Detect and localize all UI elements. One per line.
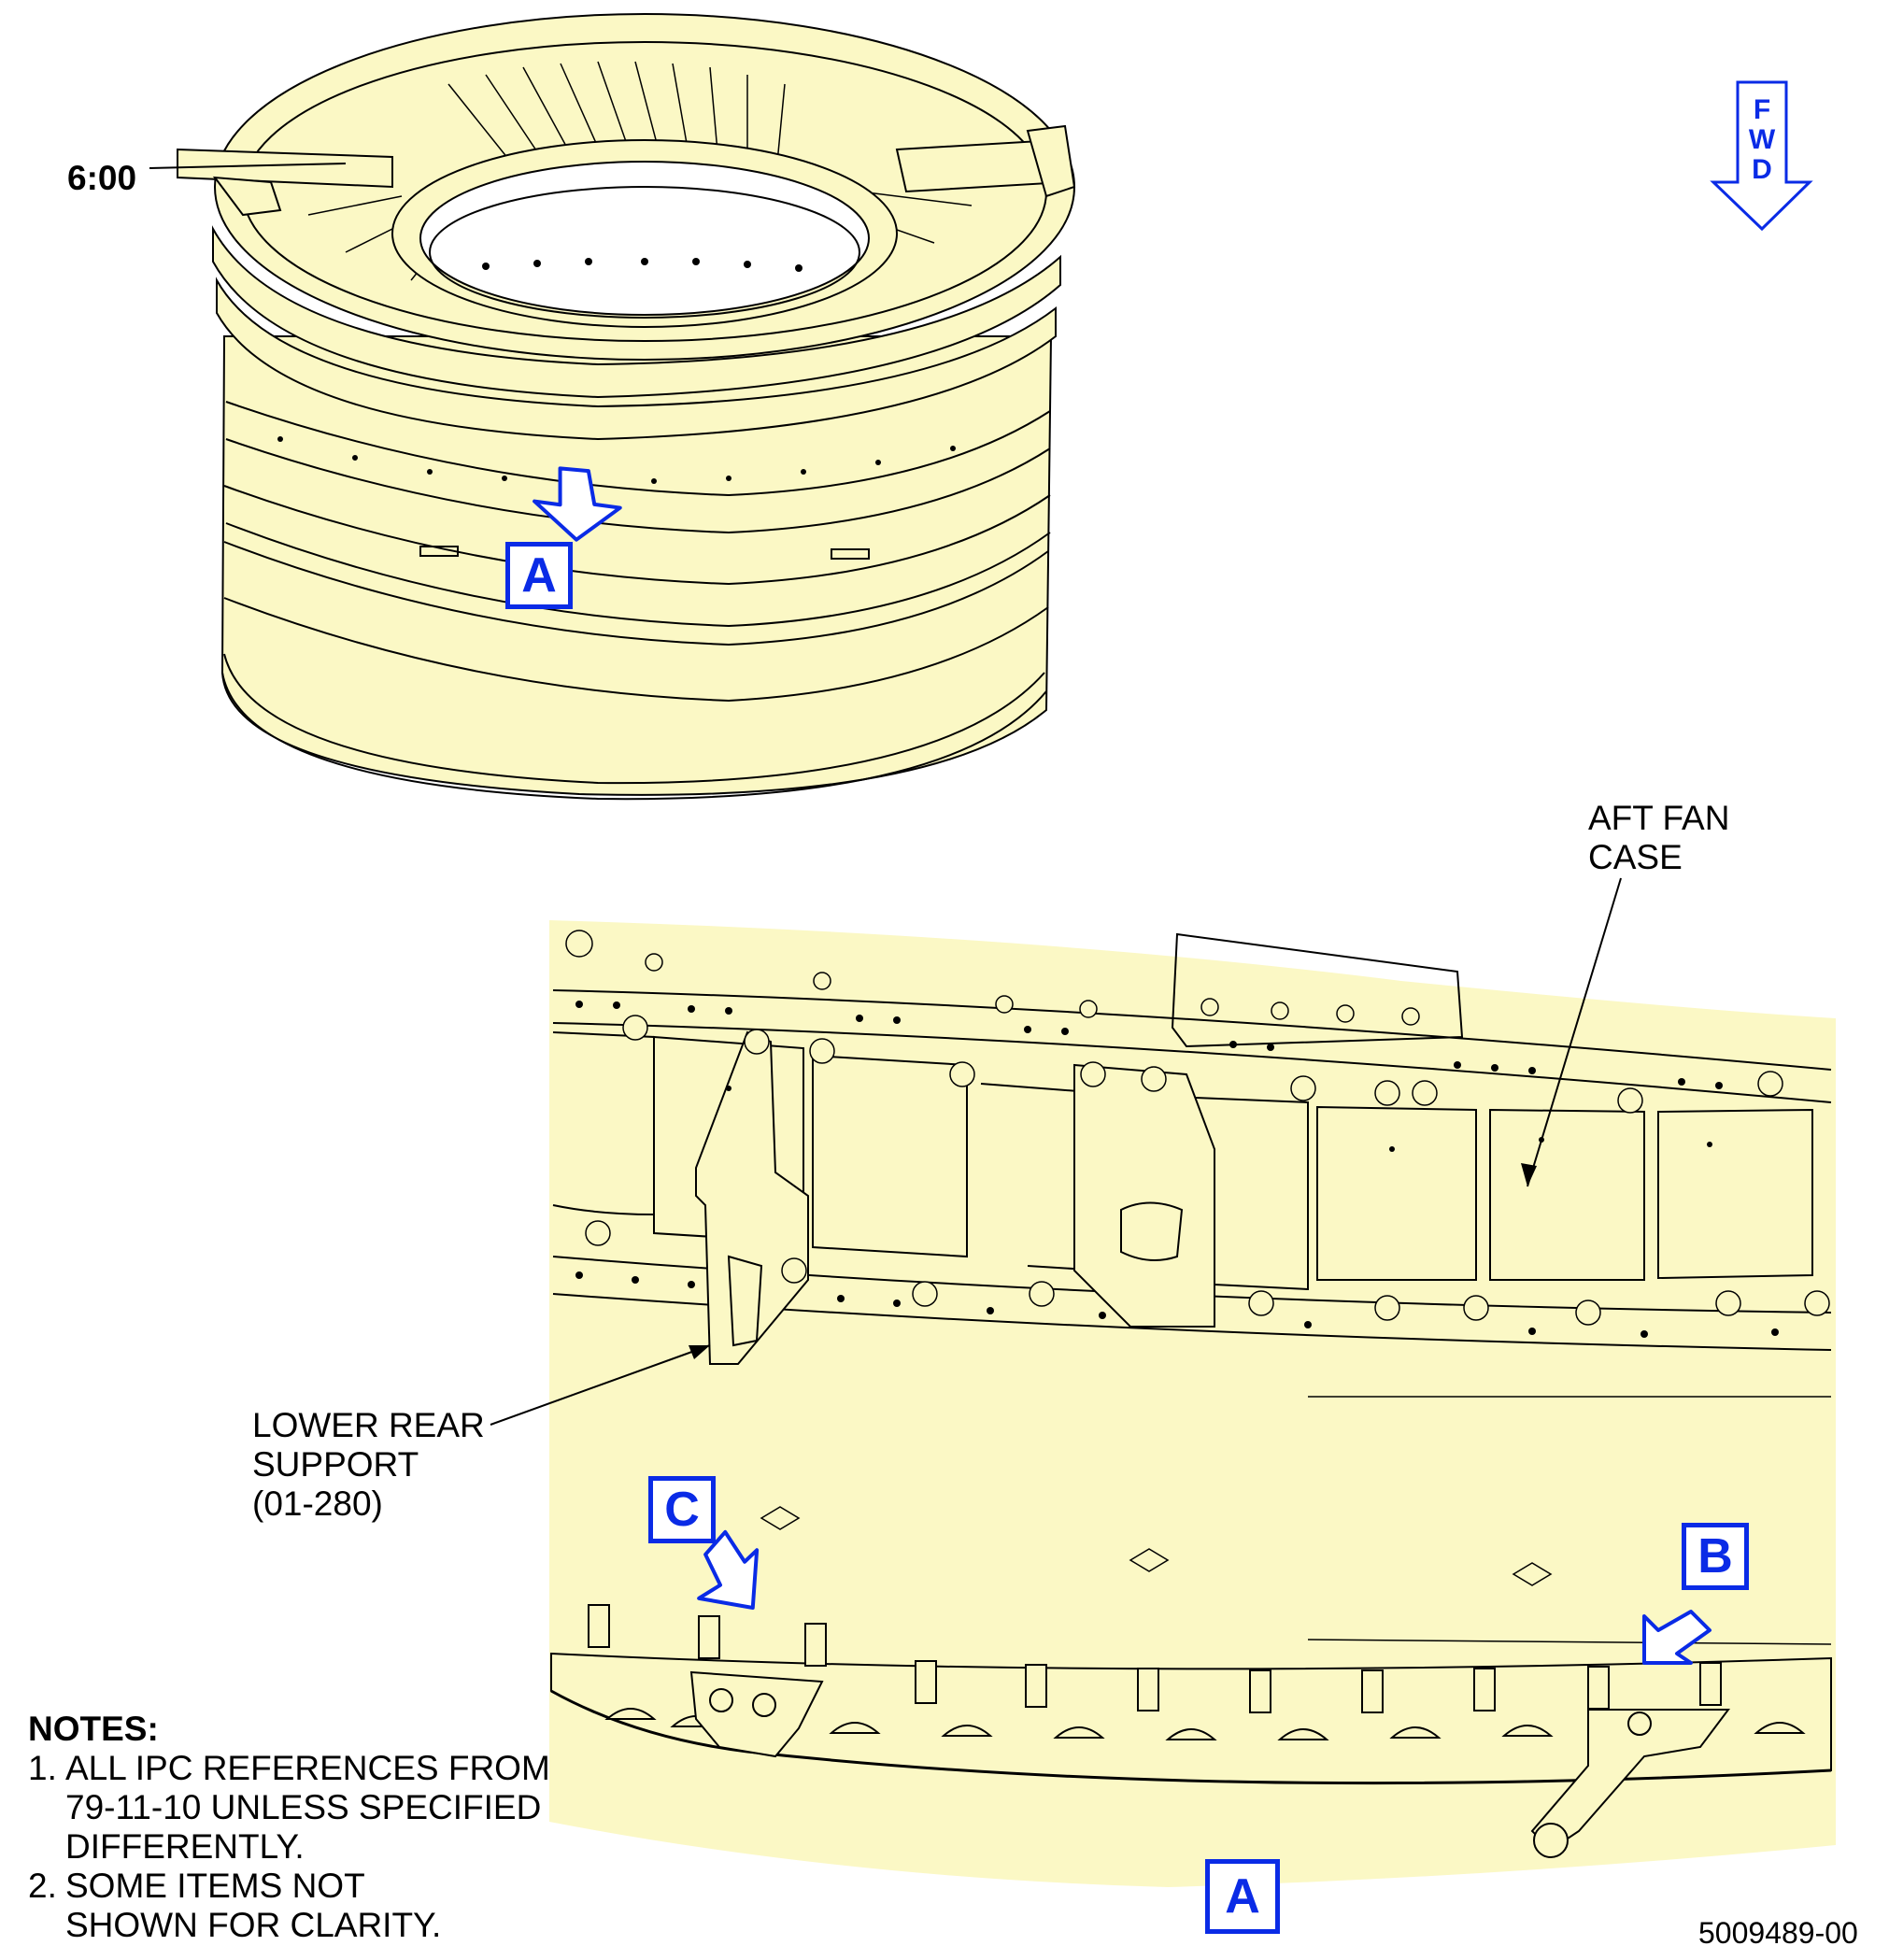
aft-fan-case-leader: [1527, 877, 1622, 1187]
aft-fan-case-label: AFT FAN CASE: [1588, 799, 1730, 876]
detail-b-arrow: [1642, 1610, 1711, 1665]
clock-position-label: 6:00: [67, 159, 137, 197]
note-item: 1. ALL IPC REFERENCES FROM 79-11-10 UNLE…: [28, 1749, 598, 1867]
fwd-arrow: [1710, 80, 1813, 232]
fwd-letter-d: D: [1752, 154, 1772, 185]
detail-background: [549, 920, 1836, 1887]
fwd-letter-w: W: [1748, 124, 1776, 155]
aft-fan-case-detail: [550, 930, 1832, 1858]
notes-title: NOTES:: [28, 1710, 159, 1748]
lower-rear-support-label: LOWER REAR SUPPORT (01-280): [252, 1406, 485, 1523]
lower-rear-support-leader: [490, 1344, 711, 1426]
note-number: 2.: [28, 1867, 57, 1905]
view-a-title-tag: A: [1205, 1859, 1280, 1934]
detail-c-arrow: [697, 1529, 760, 1610]
note-item: 2. SOME ITEMS NOT SHOWN FOR CLARITY.: [28, 1867, 598, 1945]
detail-b-tag: B: [1682, 1523, 1749, 1590]
note-number: 1.: [28, 1749, 57, 1787]
detail-c-tag: C: [648, 1476, 716, 1543]
view-a-tag-upper: A: [505, 542, 573, 609]
notes-block: NOTES: 1. ALL IPC REFERENCES FROM 79-11-…: [28, 1710, 598, 1945]
note-text: ALL IPC REFERENCES FROM 79-11-10 UNLESS …: [65, 1749, 550, 1866]
aft-fan-case-arrowhead: [1521, 1163, 1537, 1186]
fan-case-assembly: [177, 13, 1076, 801]
clock-leader-line: [149, 163, 347, 169]
view-a-arrow: [533, 466, 622, 542]
figure-number: 5009489-00: [1698, 1916, 1858, 1950]
note-text: SOME ITEMS NOT SHOWN FOR CLARITY.: [65, 1867, 442, 1944]
fwd-letter-f: F: [1753, 94, 1771, 125]
lower-rear-support-arrowhead: [689, 1345, 710, 1359]
